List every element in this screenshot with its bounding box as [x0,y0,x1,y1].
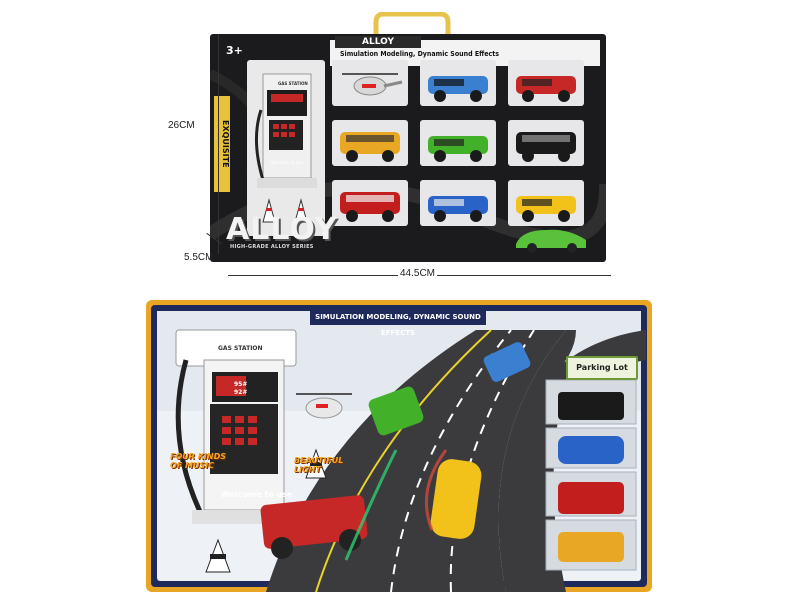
vehicle-cell-blue-jeep [420,60,496,106]
box-station-title: GAS STATION [278,81,308,86]
scene-gas-station-title: GAS STATION [218,345,263,352]
scene-welcome-text: Welcome to use [221,490,293,499]
box-brand-tab: ALLOY [335,36,421,48]
red-jeep-toy [516,76,576,102]
vehicle-cell-helicopter [332,60,408,106]
green-pickup-scene [368,386,424,436]
height-label: 26CM [168,120,195,131]
vehicle-cell-green-pickup [420,120,496,166]
price-2: 92# [234,389,248,396]
vehicle-cell-red-jeep [508,60,584,106]
helicopter-scene [296,393,352,419]
box-station-welcome: Welcome to use [271,160,303,165]
red-jeep-scene [260,495,368,559]
vehicle-cell-red-minibus [332,180,408,226]
callout-light: BEAUTIFUL LIGHT [294,456,344,474]
width-label: 44.5CM [398,268,438,279]
blue-jeep-scene [483,342,531,382]
alloy-logo: ALLOY [226,212,338,247]
height-line [218,34,219,254]
green-pickup-toy [428,136,488,162]
box-handle [373,12,451,38]
play-scene [146,300,652,592]
callout-music: FOUR KINDS OF MUSIC [170,452,226,470]
box-header-text: Simulation Modeling, Dynamic Sound Effec… [340,50,499,58]
gas-station-toy [254,73,317,223]
helicopter-toy [342,73,403,96]
decorative-green-car [516,229,586,253]
price-1: 95# [234,381,248,388]
blue-suv-toy [428,196,488,222]
vehicle-cell-school-bus [332,120,408,166]
yellow-sports-car-toy [516,196,576,222]
vehicle-cell-blue-suv [420,180,496,226]
blue-jeep-toy [428,76,488,102]
vehicle-cell-police-van [508,120,584,166]
box-gas-station-window [247,60,325,236]
police-van-toy [516,132,576,162]
vehicle-cell-yellow-sports-car [508,180,584,226]
parking-lot-sign: Parking Lot [566,356,638,380]
side-label: EXQUISITE [221,120,230,168]
alloy-subtitle: HIGH-GRADE ALLOY SERIES [230,244,314,250]
depth-label: 5.5CM [184,252,214,263]
scene-banner: SIMULATION MODELING, DYNAMIC SOUND EFFEC… [310,309,486,337]
age-badge: 3+ [226,44,243,57]
school-bus-toy [340,132,400,162]
red-minibus-toy [340,192,400,222]
yellow-car-scene [430,459,482,539]
